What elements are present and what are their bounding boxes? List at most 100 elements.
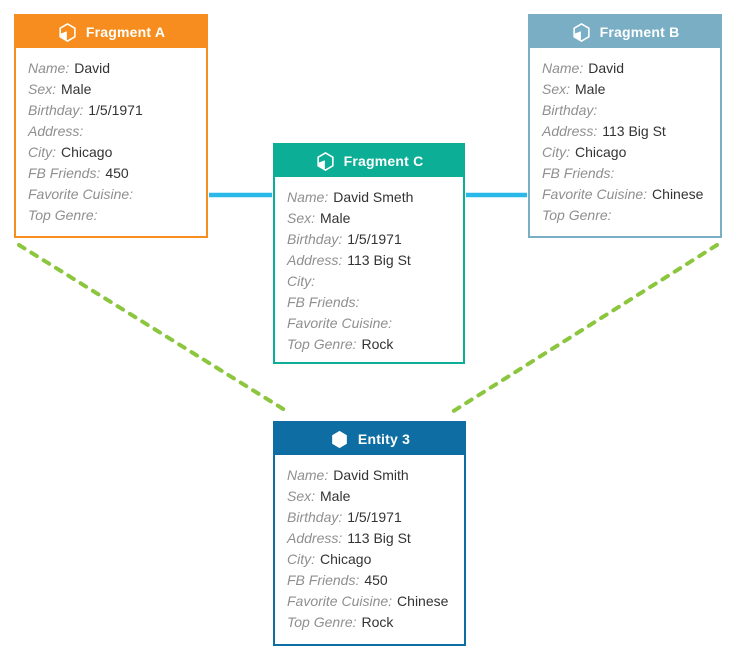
dashed-link-b-entity xyxy=(450,243,719,414)
field-value: Male xyxy=(575,81,606,97)
field-row: Sex:Male xyxy=(28,79,194,100)
field-label: FB Friends: xyxy=(287,294,360,310)
field-label: Sex: xyxy=(287,488,316,504)
field-row: Address: xyxy=(28,121,194,142)
fragment-hexagon-icon xyxy=(571,22,592,43)
fragment-c-card: Fragment C Name:David Smeth Sex:Male Bir… xyxy=(273,143,465,364)
fragment-a-header: Fragment A xyxy=(16,16,206,48)
field-value: David Smeth xyxy=(333,189,414,205)
field-row: Favorite Cuisine: xyxy=(28,184,194,205)
field-label: Birthday: xyxy=(542,102,598,118)
field-row: Address:113 Big St xyxy=(287,250,451,271)
field-label: Top Genre: xyxy=(287,614,357,630)
field-label: Name: xyxy=(542,60,584,76)
fragment-hexagon-icon xyxy=(57,22,78,43)
card-title: Fragment A xyxy=(85,24,166,40)
fragment-b-body: Name:David Sex:Male Birthday: Address:11… xyxy=(530,48,720,226)
field-label: FB Friends: xyxy=(542,165,615,181)
field-value: Chicago xyxy=(61,144,113,160)
field-row: Birthday: xyxy=(542,100,708,121)
fragment-hexagon-icon xyxy=(315,151,336,172)
fragment-a-body: Name:David Sex:Male Birthday:1/5/1971 Ad… xyxy=(16,48,206,226)
card-title: Entity 3 xyxy=(357,431,411,447)
field-label: City: xyxy=(287,551,315,567)
field-value: Male xyxy=(320,488,351,504)
field-label: Favorite Cuisine: xyxy=(28,186,134,202)
field-value: Chicago xyxy=(575,144,627,160)
field-label: Address: xyxy=(542,123,598,139)
field-value: David xyxy=(588,60,625,76)
field-label: Birthday: xyxy=(287,509,343,525)
fragment-b-header: Fragment B xyxy=(530,16,720,48)
field-label: FB Friends: xyxy=(287,572,360,588)
card-title: Fragment B xyxy=(599,24,680,40)
field-value: 450 xyxy=(105,165,129,181)
field-value: 113 Big St xyxy=(602,123,666,139)
field-value: 113 Big St xyxy=(347,252,411,268)
field-value: Male xyxy=(320,210,351,226)
field-label: Name: xyxy=(287,467,329,483)
field-label: Address: xyxy=(287,530,343,546)
field-row: City: Chicago xyxy=(287,549,452,570)
field-value: David xyxy=(74,60,111,76)
field-label: Top Genre: xyxy=(542,207,612,223)
fragment-c-body: Name:David Smeth Sex:Male Birthday:1/5/1… xyxy=(275,177,463,355)
field-row: Top Genre:Rock xyxy=(287,612,452,633)
field-label: City: xyxy=(28,144,56,160)
field-label: Favorite Cuisine: xyxy=(287,593,393,609)
entity-3-card: Entity 3 Name:David Smith Sex:Male Birth… xyxy=(273,421,466,646)
field-value: David Smith xyxy=(333,467,409,483)
field-value: 1/5/1971 xyxy=(88,102,143,118)
field-label: Top Genre: xyxy=(28,207,98,223)
field-label: Name: xyxy=(28,60,70,76)
field-value: Male xyxy=(61,81,92,97)
field-label: Favorite Cuisine: xyxy=(287,315,393,331)
dashed-link-a-entity xyxy=(17,243,290,414)
field-row: Sex:Male xyxy=(287,208,451,229)
field-label: Address: xyxy=(287,252,343,268)
fragment-c-header: Fragment C xyxy=(275,145,463,177)
field-label: FB Friends: xyxy=(28,165,101,181)
field-label: Top Genre: xyxy=(287,336,357,352)
field-row: Favorite Cuisine: xyxy=(287,313,451,334)
field-value: Chicago xyxy=(320,551,372,567)
field-row: Name:David Smith xyxy=(287,465,452,486)
field-label: Sex: xyxy=(287,210,316,226)
field-row: FB Friends: xyxy=(542,163,708,184)
field-row: FB Friends:450 xyxy=(287,570,452,591)
fragment-a-card: Fragment A Name:David Sex:Male Birthday:… xyxy=(14,14,208,238)
field-row: FB Friends:450 xyxy=(28,163,194,184)
field-label: Address: xyxy=(28,123,84,139)
card-title: Fragment C xyxy=(343,153,424,169)
field-row: Favorite Cuisine:Chinese xyxy=(287,591,452,612)
entity-hexagon-icon xyxy=(329,429,350,450)
field-row: City: xyxy=(287,271,451,292)
field-label: City: xyxy=(287,273,315,289)
field-label: Favorite Cuisine: xyxy=(542,186,648,202)
field-row: Name:David xyxy=(28,58,194,79)
field-label: Birthday: xyxy=(28,102,84,118)
field-row: Top Genre:Rock xyxy=(287,334,451,355)
entity-3-header: Entity 3 xyxy=(275,423,464,455)
field-value: Rock xyxy=(361,614,394,630)
field-row: Sex:Male xyxy=(542,79,708,100)
field-row: Birthday:1/5/1971 xyxy=(287,229,451,250)
field-value: 113 Big St xyxy=(347,530,411,546)
field-value: Rock xyxy=(361,336,394,352)
field-value: Chinese xyxy=(397,593,449,609)
field-label: Name: xyxy=(287,189,329,205)
field-row: Address:113 Big St xyxy=(542,121,708,142)
field-value: 450 xyxy=(364,572,388,588)
fragment-b-card: Fragment B Name:David Sex:Male Birthday:… xyxy=(528,14,722,238)
field-label: Sex: xyxy=(542,81,571,97)
field-row: Birthday:1/5/1971 xyxy=(287,507,452,528)
entity-3-body: Name:David Smith Sex:Male Birthday:1/5/1… xyxy=(275,455,464,633)
field-row: City:Chicago xyxy=(542,142,708,163)
field-row: Name:David xyxy=(542,58,708,79)
field-row: Favorite Cuisine:Chinese xyxy=(542,184,708,205)
field-row: Address:113 Big St xyxy=(287,528,452,549)
field-row: City: Chicago xyxy=(28,142,194,163)
field-row: Birthday:1/5/1971 xyxy=(28,100,194,121)
